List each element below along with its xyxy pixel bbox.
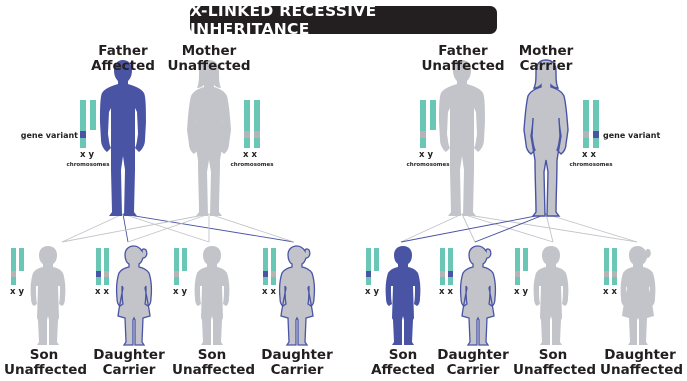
left-child-3-label: Son Unaffected: [172, 347, 256, 378]
right-mother-status: Carrier: [519, 58, 573, 74]
left-child-2-daughter-carrier-figure: [115, 245, 153, 346]
right-child-2-role: Daughter: [437, 347, 509, 363]
left-child-3-status: Unaffected: [172, 362, 256, 378]
left-child-2-label: Daughter Carrier: [90, 348, 168, 378]
right-child-2-xx: x x: [439, 287, 453, 297]
left-child-4-xx: x x: [262, 287, 276, 297]
right-child-3-chromosomes: [515, 248, 528, 285]
right-child-4-status: Unaffected: [600, 362, 684, 378]
left-father-chromosomes-caption: chromosomes: [66, 162, 110, 168]
right-child-1-status: Affected: [371, 362, 435, 378]
right-child-4-daughter-unaffected-figure: [620, 246, 656, 345]
left-child-2-role: Daughter: [93, 347, 165, 363]
left-child-1-role: Son: [29, 347, 59, 363]
left-child-1-son-unaffected-figure: [30, 246, 66, 345]
left-child-1-status: Unaffected: [4, 362, 88, 378]
right-child-2-label: Daughter Carrier: [434, 348, 512, 378]
right-father-xy: x y: [419, 150, 433, 160]
left-father-status: Affected: [91, 58, 155, 74]
right-child-4-chromosomes: [604, 248, 617, 285]
left-child-3-chromosomes: [174, 248, 187, 285]
right-child-2-status: Carrier: [446, 362, 500, 378]
left-mother-status: Unaffected: [167, 58, 251, 74]
left-child-1-xy: x y: [10, 287, 24, 297]
left-child-1-label: Son Unaffected: [4, 347, 88, 378]
left-child-1-chromosomes: [11, 248, 24, 285]
left-father-xy: x y: [80, 150, 94, 160]
right-father-role: Father: [438, 43, 488, 59]
left-father-affected-figure: [100, 60, 146, 216]
left-father-label: Father Affected: [88, 44, 158, 74]
left-child-2-xx: x x: [95, 287, 109, 297]
right-father-label: Father Unaffected: [420, 44, 506, 74]
right-child-4-xx: x x: [603, 287, 617, 297]
page-title: X-LINKED RECESSIVE INHERITANCE: [190, 2, 497, 38]
right-child-1-role: Son: [388, 347, 418, 363]
right-father-chromosomes-caption: chromosomes: [406, 162, 450, 168]
left-gene-variant-label: gene variant: [20, 131, 78, 140]
left-inheritance-lines: [61, 213, 295, 243]
left-child-3-role: Son: [197, 347, 227, 363]
right-child-3-role: Son: [538, 347, 568, 363]
right-child-3-label: Son Unaffected: [513, 347, 597, 378]
right-father-status: Unaffected: [421, 58, 505, 74]
left-mother-label: Mother Unaffected: [166, 44, 252, 74]
right-gene-variant-label: gene variant: [603, 131, 661, 140]
right-child-4-role: Daughter: [604, 347, 676, 363]
left-father-role: Father: [98, 43, 148, 59]
left-mother-xx: x x: [243, 150, 257, 160]
right-mother-chromosomes-caption: chromosomes: [569, 162, 613, 168]
right-child-2-daughter-carrier-figure: [459, 245, 497, 346]
right-child-1-son-affected-figure: [385, 246, 421, 345]
left-mother-chromosomes: [244, 100, 260, 148]
left-child-4-role: Daughter: [261, 347, 333, 363]
right-mother-chromosomes: [583, 100, 599, 148]
right-mother-xx: x x: [582, 150, 596, 160]
left-child-3-xy: x y: [173, 287, 187, 297]
left-mother-unaffected-figure: [187, 60, 231, 216]
left-child-4-label: Daughter Carrier: [258, 348, 336, 378]
right-mother-label: Mother Carrier: [511, 44, 581, 74]
right-child-1-xy: x y: [365, 287, 379, 297]
left-child-3-son-unaffected-figure: [194, 246, 230, 345]
right-child-1-chromosomes: [366, 248, 379, 285]
right-child-3-xy: x y: [514, 287, 528, 297]
left-child-4-daughter-carrier-figure: [278, 245, 316, 346]
right-father-unaffected-figure: [439, 60, 485, 216]
left-child-2-chromosomes: [96, 248, 109, 285]
right-child-3-status: Unaffected: [513, 362, 597, 378]
right-mother-role: Mother: [518, 43, 574, 59]
right-inheritance-lines: [400, 213, 638, 243]
right-child-1-label: Son Affected: [368, 348, 438, 378]
right-mother-carrier-figure: [523, 59, 569, 217]
right-child-2-chromosomes: [440, 248, 453, 285]
left-child-2-status: Carrier: [102, 362, 156, 378]
left-child-4-chromosomes: [263, 248, 276, 285]
right-father-chromosomes: [420, 100, 436, 148]
left-child-4-status: Carrier: [270, 362, 324, 378]
right-child-3-son-unaffected-figure: [533, 246, 569, 345]
left-mother-chromosomes-caption: chromosomes: [230, 162, 274, 168]
left-father-chromosomes: [80, 100, 96, 148]
right-child-4-label: Daughter Unaffected: [600, 347, 684, 378]
left-mother-role: Mother: [181, 43, 237, 59]
